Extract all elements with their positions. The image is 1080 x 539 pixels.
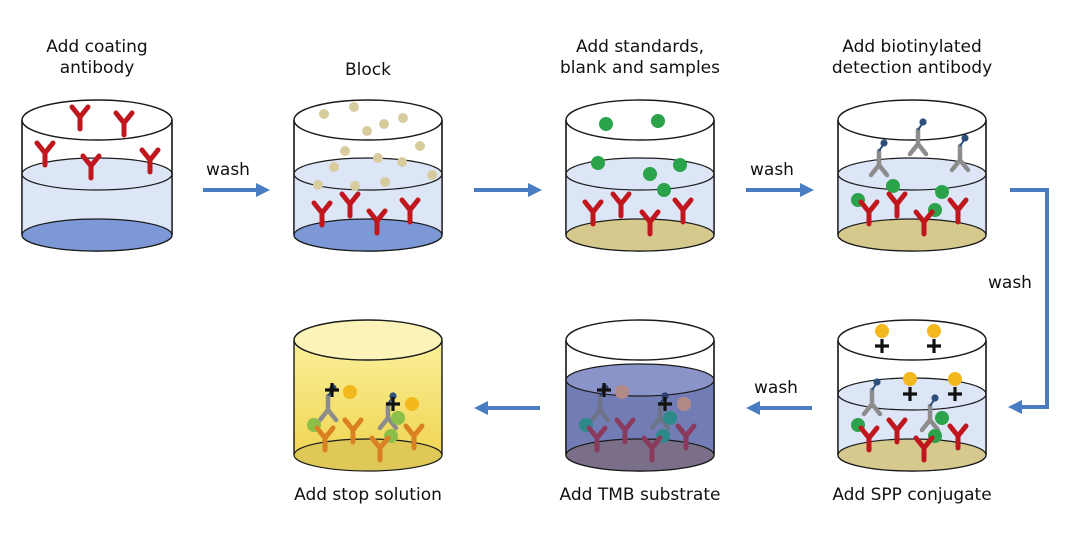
well-samples — [565, 99, 715, 252]
arrow-4-bend — [1008, 188, 1049, 414]
well-stop — [293, 319, 443, 472]
step-label-stop: Add stop solution — [294, 485, 442, 505]
wash-label-2: wash — [750, 160, 794, 180]
step-label-tmb: Add TMB substrate — [559, 485, 721, 505]
wash-label-3: wash — [988, 273, 1032, 293]
flow-arrows — [203, 183, 1049, 415]
well-spp — [837, 319, 987, 472]
wash-label-4: wash — [754, 378, 798, 398]
step-label-block: Block — [345, 60, 391, 80]
step-label-spp: Add SPP conjugate — [832, 485, 992, 505]
arrow-3 — [746, 183, 814, 197]
arrow-2 — [474, 183, 542, 197]
step-label-coating: Add coating antibody — [46, 37, 148, 78]
well-tmb — [565, 319, 715, 472]
well-detection — [837, 99, 987, 252]
well-block — [293, 99, 443, 252]
arrow-5 — [746, 401, 812, 415]
wash-label-1: wash — [206, 160, 250, 180]
step-label-samples: Add standards, blank and samples — [559, 37, 721, 78]
step-label-detection: Add biotinylated detection antibody — [831, 37, 993, 78]
well-coating — [21, 99, 173, 252]
arrow-6 — [474, 401, 540, 415]
arrow-1 — [203, 183, 270, 197]
